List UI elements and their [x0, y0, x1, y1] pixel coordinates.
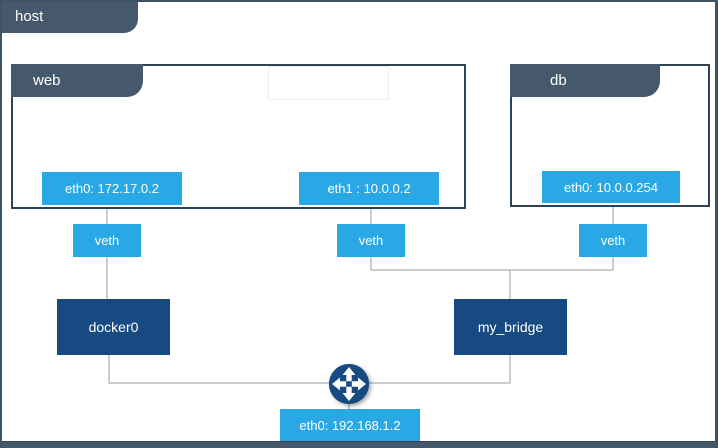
container-db-label: db	[550, 72, 567, 89]
interface-host-eth0-label: eth0: 192.168.1.2	[299, 417, 401, 433]
interface-web-eth1: eth1 : 10.0.0.2	[299, 172, 439, 205]
container-web-tab: web	[11, 64, 143, 97]
interface-db-eth0-label: eth0: 10.0.0.254	[564, 179, 658, 195]
veth-node-1-label: veth	[94, 233, 120, 248]
empty-ghost-box	[268, 66, 389, 100]
bridge-docker0-label: docker0	[88, 319, 139, 335]
bridge-my-bridge: my_bridge	[454, 299, 567, 355]
bridge-my-bridge-label: my_bridge	[477, 319, 544, 335]
container-db-tab: db	[510, 64, 660, 97]
veth-node-3-label: veth	[600, 233, 626, 248]
veth-node-2: veth	[337, 224, 405, 257]
veth-node-3: veth	[579, 224, 647, 257]
interface-web-eth0-label: eth0: 172.17.0.2	[65, 181, 159, 196]
veth-node-1: veth	[73, 224, 141, 257]
host-bottom-bar	[2, 441, 715, 448]
bridge-docker0: docker0	[57, 299, 170, 355]
router-cross-arrows-icon	[329, 364, 369, 404]
host-tab: host	[2, 2, 138, 33]
interface-host-eth0: eth0: 192.168.1.2	[280, 409, 420, 441]
interface-web-eth0: eth0: 172.17.0.2	[42, 172, 182, 205]
interface-db-eth0: eth0: 10.0.0.254	[542, 171, 680, 203]
veth-node-2-label: veth	[358, 233, 384, 248]
container-web-label: web	[33, 72, 61, 89]
host-label: host	[15, 8, 44, 25]
interface-web-eth1-label: eth1 : 10.0.0.2	[327, 181, 411, 196]
